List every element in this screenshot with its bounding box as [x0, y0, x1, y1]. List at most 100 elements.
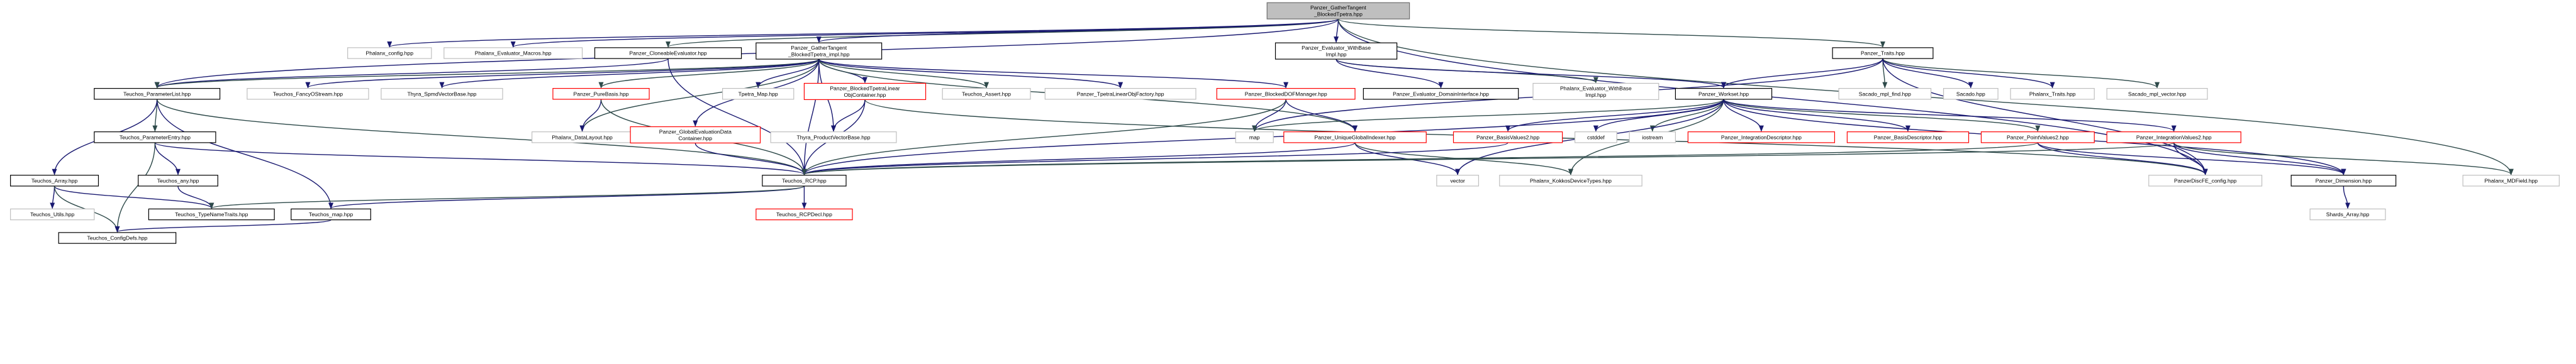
node-any[interactable]: Teuchos_any.hpp — [138, 175, 218, 187]
node-typename[interactable]: Teuchos_TypeNameTraits.hpp — [148, 208, 275, 221]
node-blocked_lin[interactable]: Panzer_BlockedTpetraLinearObjContainer.h… — [803, 82, 927, 101]
edge-pointvals2-to-dimension — [2037, 142, 2346, 175]
edge-intvals2-to-dimension — [2173, 142, 2346, 175]
edge-impl-to-tpetra_map — [756, 58, 820, 89]
node-label: map — [1249, 134, 1260, 140]
node-impl[interactable]: Panzer_GatherTangent_BlockedTpetra_impl.… — [756, 42, 883, 60]
edge-workset-to-iostream — [1649, 99, 1724, 132]
node-label: Phalanx_Evaluator_WithBase — [1560, 85, 1632, 91]
edge-eval_withbase-to-domain_iface — [1335, 58, 1444, 89]
edge-impl-to-paramlist — [155, 58, 820, 89]
edge-traits-to-mpl_vector — [1882, 58, 2160, 89]
node-label: vector — [1450, 177, 1465, 184]
node-spmd: Thyra_SpmdVectorBase.hpp — [381, 88, 503, 100]
node-rcpdecl[interactable]: Teuchos_RCPDecl.hpp — [756, 208, 853, 221]
node-pointvals2[interactable]: Panzer_PointValues2.hpp — [1980, 131, 2095, 143]
node-array[interactable]: Teuchos_Array.hpp — [10, 175, 99, 187]
node-root[interactable]: Panzer_GatherTangent_BlockedTpetra.hpp — [1266, 2, 1410, 19]
edge-traits-to-workset — [1721, 58, 1883, 89]
node-label: Phalanx_DataLayout.hpp — [552, 134, 613, 140]
node-box — [1838, 88, 1932, 100]
node-label: _BlockedTpetra.hpp — [1313, 11, 1363, 18]
node-dimension[interactable]: Panzer_Dimension.hpp — [2290, 175, 2397, 187]
node-box — [2309, 208, 2386, 221]
edge-impl-to-fancyostream — [305, 58, 820, 89]
node-intvals2[interactable]: Panzer_IntegrationValues2.hpp — [2106, 131, 2241, 143]
node-box — [2106, 131, 2241, 143]
edge-workset-to-basisvals2 — [1505, 99, 1724, 132]
node-paramentry[interactable]: Teuchos_ParameterEntry.hpp — [94, 131, 216, 143]
node-label: Teuchos_Utils.hpp — [30, 211, 74, 218]
node-mpl_find: Sacado_mpl_find.hpp — [1838, 88, 1932, 100]
node-unique_gi[interactable]: Panzer_UniqueGlobalIndexer.hpp — [1283, 131, 1427, 143]
node-label: Phalanx_Evaluator_Macros.hpp — [475, 50, 552, 57]
node-configdefs[interactable]: Teuchos_ConfigDefs.hpp — [58, 232, 177, 244]
node-label: Thyra_ProductVectorBase.hpp — [797, 134, 871, 140]
node-label: Phalanx_Traits.hpp — [2029, 91, 2076, 97]
edge-teuchos_map-to-configdefs — [114, 219, 332, 233]
node-rcp[interactable]: Teuchos_RCP.hpp — [762, 175, 847, 187]
edge-global_eval-to-rcp — [694, 143, 807, 175]
node-phx_traits: Phalanx_Traits.hpp — [2010, 88, 2095, 100]
node-box — [594, 47, 742, 59]
node-box — [443, 47, 583, 59]
node-label: Thyra_SpmdVectorBase.hpp — [408, 91, 477, 97]
node-mdfield: Phalanx_MDField.hpp — [2462, 175, 2560, 187]
node-box — [138, 175, 218, 187]
node-paramlist[interactable]: Teuchos_ParameterList.hpp — [94, 88, 221, 100]
edge-pointvals2-to-discfe — [2037, 142, 2208, 175]
node-label: Sacado_mpl_vector.hpp — [2128, 91, 2186, 97]
edge-traits-to-phx_traits — [1882, 58, 2055, 89]
edge-workset-to-cstddef — [1593, 99, 1724, 132]
node-shards: Shards_Array.hpp — [2309, 208, 2386, 221]
node-label: Panzer_TpetraLinearObjFactory.hpp — [1077, 91, 1164, 97]
node-label: Panzer_GatherTangent — [1310, 4, 1366, 11]
edge-impl-to-rcp — [801, 59, 820, 175]
edge-workset-to-map — [1252, 99, 1724, 132]
node-blocked_dof[interactable]: Panzer_BlockedDOFManager.hpp — [1216, 88, 1356, 100]
node-traits[interactable]: Panzer_Traits.hpp — [1832, 47, 1934, 59]
edge-rcp-to-teuchos_map — [328, 185, 805, 209]
node-basis_desc[interactable]: Panzer_BasisDescriptor.hpp — [1846, 131, 1970, 143]
node-basisvals2[interactable]: Panzer_BasisValues2.hpp — [1452, 131, 1563, 143]
edge-blocked_lin-to-thyra_pvb — [831, 99, 866, 132]
edge-impl-to-purebasis — [598, 58, 820, 89]
node-phalanx_config: Phalanx_config.hpp — [347, 47, 432, 59]
node-label: Panzer_Traits.hpp — [1861, 50, 1905, 57]
edge-blocked_dof-to-unique_gi — [1285, 99, 1358, 132]
node-box — [770, 131, 897, 143]
node-purebasis[interactable]: Panzer_PureBasis.hpp — [552, 88, 650, 100]
node-box — [2290, 175, 2397, 187]
node-teuchos_map[interactable]: Teuchos_map.hpp — [291, 208, 371, 221]
node-box — [381, 88, 503, 100]
node-box — [94, 88, 221, 100]
node-box — [1846, 131, 1970, 143]
edge-array-to-typename — [53, 185, 215, 209]
node-map: map — [1235, 131, 1274, 143]
node-label: Panzer_BasisValues2.hpp — [1476, 134, 1539, 140]
node-label: Panzer_Dimension.hpp — [2316, 177, 2372, 184]
edge-impl-to-blocked_dof — [818, 58, 1288, 89]
node-box — [1452, 131, 1563, 143]
node-label: Phalanx_MDField.hpp — [2485, 177, 2538, 184]
node-label: Teuchos_ConfigDefs.hpp — [87, 235, 147, 241]
node-workset[interactable]: Panzer_Workset.hpp — [1675, 88, 1773, 100]
node-box — [756, 208, 853, 221]
node-cloneable[interactable]: Panzer_CloneableEvaluator.hpp — [594, 47, 742, 59]
node-label: Panzer_BlockedDOFManager.hpp — [1245, 91, 1327, 97]
node-label: Teuchos_ParameterList.hpp — [123, 91, 191, 97]
node-box — [1266, 2, 1410, 19]
node-label: Shards_Array.hpp — [2326, 211, 2370, 218]
node-box — [291, 208, 371, 221]
node-mpl_vector: Sacado_mpl_vector.hpp — [2106, 88, 2208, 100]
node-box — [630, 126, 761, 144]
node-box — [94, 131, 216, 143]
node-label: Panzer_BasisDescriptor.hpp — [1874, 134, 1943, 140]
edge-unique_gi-to-rcp — [801, 142, 1356, 175]
node-domain_iface[interactable]: Panzer_Evaluator_DomainInterface.hpp — [1363, 88, 1519, 100]
node-sacado: Sacado.hpp — [1943, 88, 1999, 100]
node-int_desc[interactable]: Panzer_IntegrationDescriptor.hpp — [1687, 131, 1836, 143]
